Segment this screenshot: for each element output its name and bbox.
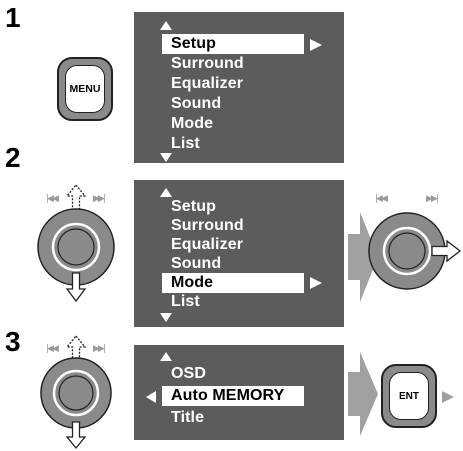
- ent-button-label: ENT: [399, 390, 419, 402]
- menu-item-sound[interactable]: Sound: [162, 94, 221, 114]
- step-number-1: 1: [5, 2, 21, 33]
- menu-item-label: Setup: [171, 198, 216, 215]
- menu-item-label: Auto MEMORY: [171, 387, 285, 404]
- menu-item-label: List: [171, 135, 200, 152]
- skip-forward-icon: ▶▶|: [93, 344, 106, 354]
- next-step-arrow-icon: [348, 352, 378, 436]
- ent-button-face[interactable]: ENT: [389, 372, 429, 420]
- submenu-arrow-icon: [310, 39, 322, 51]
- ent-button[interactable]: ENT: [381, 364, 437, 428]
- menu-item-label: Mode: [171, 115, 214, 132]
- menu-item-label: Surround: [171, 217, 244, 234]
- next-step-arrow-icon: [348, 212, 378, 302]
- right-arrow-icon: [431, 239, 462, 263]
- menu-item-label: OSD: [171, 365, 206, 382]
- menu-item-label: Sound: [171, 255, 222, 272]
- control-dial[interactable]: [36, 207, 116, 289]
- control-dial[interactable]: [367, 211, 447, 291]
- skip-forward-icon: ▶▶|: [426, 194, 439, 204]
- skip-back-icon: |◀◀: [46, 344, 59, 354]
- menu-screen-2: Setup Surround Equalizer Sound Mode List: [134, 180, 344, 327]
- menu-item-setup[interactable]: Setup: [162, 34, 304, 54]
- down-arrow-icon: [65, 421, 87, 450]
- menu-item-list[interactable]: List: [162, 292, 200, 312]
- menu-item-surround[interactable]: Surround: [162, 216, 244, 236]
- up-arrow-icon: [65, 183, 87, 212]
- menu-item-setup[interactable]: Setup: [162, 197, 216, 217]
- menu-item-mode[interactable]: Mode: [162, 273, 304, 293]
- skip-forward-icon: ▶▶|: [93, 194, 106, 204]
- menu-button-face[interactable]: MENU: [65, 65, 105, 113]
- menu-item-sound[interactable]: Sound: [162, 254, 221, 274]
- menu-item-equalizer[interactable]: Equalizer: [162, 74, 243, 94]
- menu-item-osd[interactable]: OSD: [162, 364, 206, 384]
- menu-item-label: Equalizer: [171, 75, 244, 92]
- scroll-up-icon: [160, 21, 172, 30]
- menu-item-title[interactable]: Title: [162, 408, 204, 428]
- skip-back-icon: |◀◀: [46, 194, 59, 204]
- menu-screen-1: Setup Surround Equalizer Sound Mode List: [134, 12, 344, 163]
- scroll-down-icon: [160, 313, 172, 322]
- step-number-3: 3: [5, 326, 21, 357]
- ent-arrow-icon: [442, 391, 454, 403]
- menu-item-mode[interactable]: Mode: [162, 114, 213, 134]
- menu-button-label: MENU: [69, 83, 101, 95]
- menu-item-label: Setup: [171, 35, 216, 52]
- menu-screen-3: OSD Auto MEMORY Title: [134, 345, 344, 440]
- scroll-up-icon: [160, 188, 172, 197]
- menu-item-label: Equalizer: [171, 236, 244, 253]
- menu-item-surround[interactable]: Surround: [162, 54, 244, 74]
- back-arrow-icon: [146, 391, 156, 403]
- scroll-down-icon: [160, 153, 172, 162]
- menu-item-label: Sound: [171, 95, 222, 112]
- menu-item-label: Surround: [171, 55, 244, 72]
- menu-item-label: Title: [171, 409, 205, 426]
- step-number-2: 2: [5, 142, 21, 173]
- menu-item-label: List: [171, 293, 200, 310]
- menu-item-equalizer[interactable]: Equalizer: [162, 235, 243, 255]
- menu-item-list[interactable]: List: [162, 134, 200, 154]
- menu-item-label: Mode: [171, 274, 214, 291]
- up-arrow-icon: [65, 334, 87, 363]
- down-arrow-icon: [65, 272, 87, 303]
- menu-item-auto-memory[interactable]: Auto MEMORY: [162, 386, 304, 406]
- submenu-arrow-icon: [310, 277, 322, 289]
- scroll-up-icon: [160, 352, 172, 361]
- skip-back-icon: |◀◀: [375, 194, 388, 204]
- control-dial[interactable]: [36, 357, 116, 431]
- menu-button[interactable]: MENU: [57, 57, 113, 121]
